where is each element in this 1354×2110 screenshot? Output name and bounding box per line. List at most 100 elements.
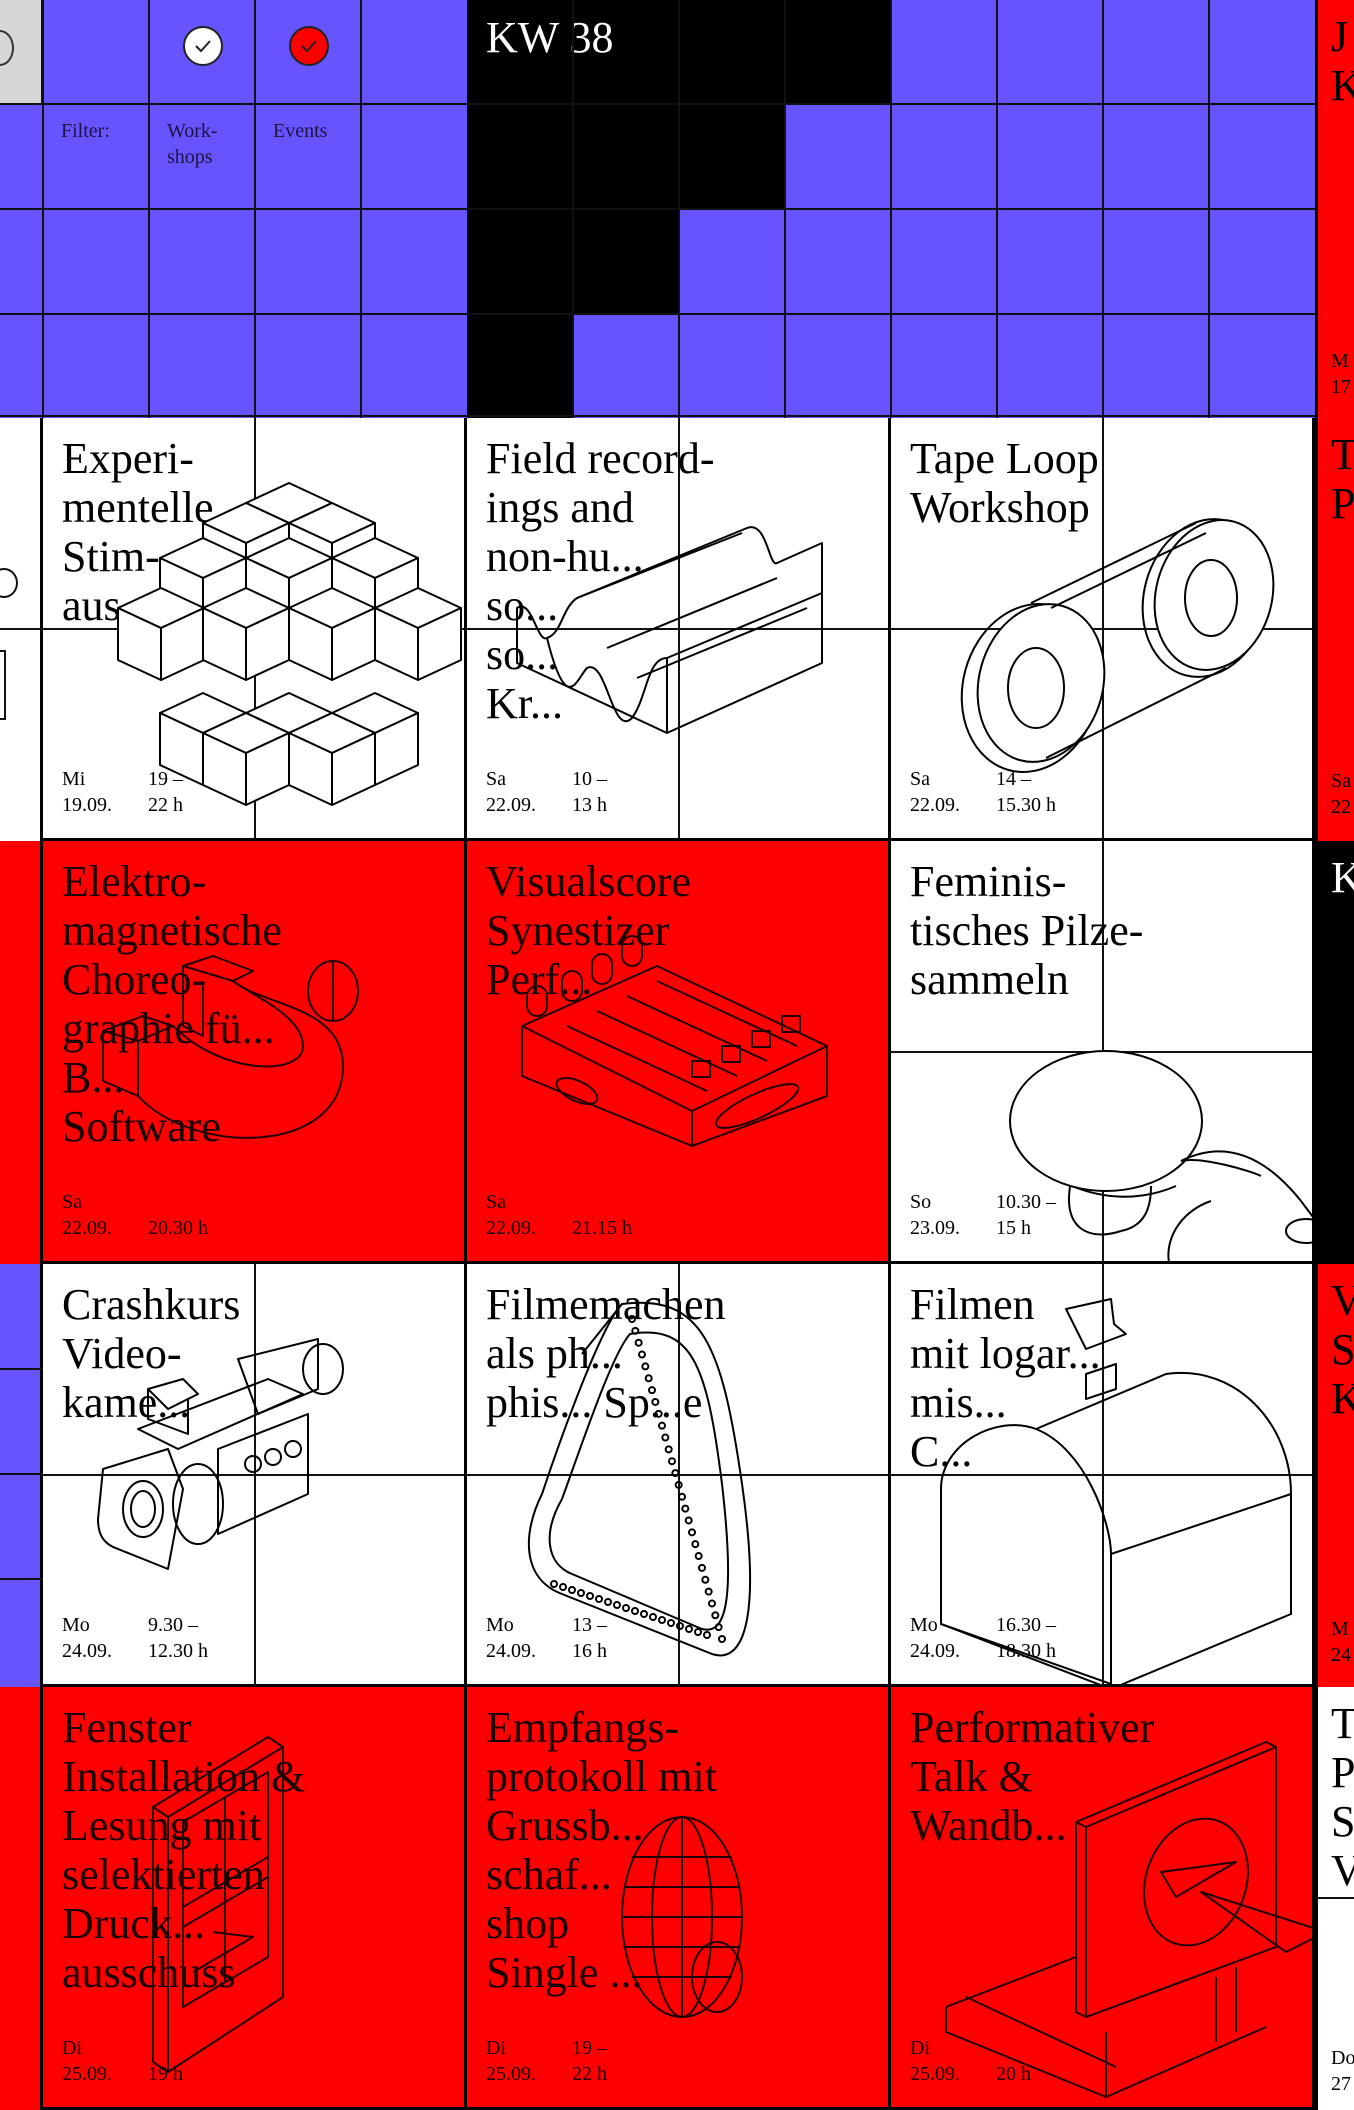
event-date: 25.09. bbox=[62, 2063, 112, 2085]
event-date: 23.09. bbox=[910, 1217, 960, 1239]
event-day: Sa bbox=[486, 1191, 506, 1213]
left-strip-card[interactable] bbox=[0, 418, 43, 841]
left-strip-card[interactable] bbox=[0, 1264, 43, 1687]
filter-workshops-checkbox[interactable] bbox=[183, 26, 223, 66]
event-time-end: 15 h bbox=[996, 1217, 1031, 1239]
event-title[interactable]: Experi- mentelle Stim- aus... bbox=[62, 434, 214, 630]
event-card[interactable]: Crashkurs Video- kame... Mo 24.09. 9.30 –… bbox=[43, 1264, 467, 1687]
event-title[interactable]: Crashkurs Video- kame... bbox=[62, 1280, 241, 1427]
event-title[interactable]: Tape Loop Workshop bbox=[910, 434, 1099, 532]
event-time-start: 10.30 – bbox=[996, 1191, 1056, 1213]
event-date: 22.09. bbox=[910, 794, 960, 816]
event-title[interactable]: Elektro- magnetische Choreo- graphie fü.… bbox=[62, 857, 282, 1151]
partial-card-title: T P S V bbox=[1331, 1699, 1354, 1895]
partial-card[interactable]: V S K M 24 bbox=[1315, 1264, 1354, 1687]
previous-week-corner[interactable] bbox=[0, 0, 43, 104]
event-card[interactable]: Elektro- magnetische Choreo- graphie fü.… bbox=[43, 841, 467, 1264]
event-date: 24.09. bbox=[62, 1640, 112, 1662]
event-time-end: 22 h bbox=[148, 794, 183, 816]
wave-block-icon bbox=[516, 526, 823, 734]
event-day: Mi bbox=[62, 768, 86, 790]
event-title[interactable]: Performativer Talk & Wandb... bbox=[910, 1703, 1155, 1850]
grid-line bbox=[0, 1578, 43, 1580]
cube-stack-icon bbox=[117, 482, 462, 806]
event-time-end: 22 h bbox=[572, 2063, 607, 2085]
filter-events-label[interactable]: Events bbox=[273, 120, 328, 142]
target-board-icon bbox=[945, 1741, 1312, 2098]
event-title[interactable]: Filmemachen als ph... phis... Sp...e bbox=[486, 1280, 726, 1427]
filter-label: Filter: bbox=[61, 120, 110, 142]
event-time-start: 10 – bbox=[572, 768, 607, 790]
event-time-end: 18.30 h bbox=[996, 1640, 1056, 1662]
header-left-strip bbox=[0, 104, 43, 418]
event-title[interactable]: Field record- ings and non-hu... so... s… bbox=[486, 434, 715, 728]
event-date: 24.09. bbox=[910, 1640, 960, 1662]
magnet-icon bbox=[102, 955, 359, 1139]
left-strip-card[interactable] bbox=[0, 841, 43, 1264]
grid-line bbox=[0, 208, 1315, 210]
event-title[interactable]: Feminis- tisches Pilze- sammeln bbox=[910, 857, 1144, 1004]
left-strip-card[interactable] bbox=[0, 1687, 43, 2110]
event-card[interactable]: Field record- ings and non-hu... so... s… bbox=[467, 418, 891, 841]
partial-week-card[interactable]: K bbox=[1315, 841, 1354, 1264]
partial-card[interactable] bbox=[1315, 0, 1354, 418]
partial-card-day: Do bbox=[1331, 2047, 1354, 2069]
event-time-start bbox=[572, 1189, 632, 1215]
partial-card-day: M bbox=[1331, 350, 1349, 372]
event-card[interactable]: Fenster Installation & Lesung mit selekt… bbox=[43, 1687, 467, 2110]
mushroom-icon bbox=[1009, 1050, 1312, 1261]
event-day: Sa bbox=[486, 768, 506, 790]
event-day: Mo bbox=[62, 1614, 90, 1636]
event-day: Sa bbox=[62, 1191, 82, 1213]
arrow-circle-icon bbox=[0, 30, 14, 66]
filter-events-checkbox[interactable] bbox=[289, 26, 329, 66]
partial-card[interactable]: T P Sa 22 bbox=[1315, 418, 1354, 841]
week-block-step bbox=[467, 314, 573, 418]
partial-card[interactable]: T P S V Do 27 bbox=[1315, 1687, 1354, 2110]
partial-card-title: T P bbox=[1331, 430, 1354, 528]
grid-line bbox=[891, 1474, 1312, 1476]
filter-workshops-label[interactable]: Work- shops bbox=[167, 120, 218, 168]
event-day: Mo bbox=[910, 1614, 938, 1636]
event-time-end: 21.15 h bbox=[572, 1217, 632, 1239]
partial-card-day: M bbox=[1331, 1618, 1349, 1640]
partial-card-date: 24 bbox=[1331, 1644, 1351, 1666]
event-card[interactable]: Filmen mit logar... mis... C... Mo 24.09.… bbox=[891, 1264, 1315, 1687]
event-day: Di bbox=[486, 2037, 506, 2059]
week-block-step bbox=[467, 104, 785, 209]
event-time-start bbox=[148, 2035, 183, 2061]
tape-reels-icon bbox=[960, 518, 1275, 773]
partial-card-title: V S K bbox=[1331, 1276, 1354, 1423]
grid-line bbox=[0, 103, 1315, 105]
event-title[interactable]: Filmen mit logar... mis... C... bbox=[910, 1280, 1101, 1476]
partial-card-title: J K bbox=[1331, 12, 1354, 110]
partial-card-title: K bbox=[1331, 853, 1354, 902]
window-frame-icon bbox=[152, 1736, 284, 2073]
partial-card-date: 27 bbox=[1331, 2073, 1351, 2095]
event-day: Di bbox=[910, 2037, 930, 2059]
event-title[interactable]: Visualscore Synestizer Perf... bbox=[486, 857, 692, 1004]
mixer-icon bbox=[521, 935, 828, 1147]
event-date: 22.09. bbox=[486, 1217, 536, 1239]
event-time-start: 13 – bbox=[572, 1614, 607, 1636]
film-strip-icon bbox=[527, 1301, 752, 1657]
event-time-start bbox=[148, 1189, 208, 1215]
event-time-end: 12.30 h bbox=[148, 1640, 208, 1662]
event-title[interactable]: Fenster Installation & Lesung mit selekt… bbox=[62, 1703, 306, 1997]
event-time-end: 20.30 h bbox=[148, 1217, 208, 1239]
event-card[interactable]: Empfangs- protokoll mit Grussb... schaf.… bbox=[467, 1687, 891, 2110]
event-time-start: 9.30 – bbox=[148, 1614, 198, 1636]
